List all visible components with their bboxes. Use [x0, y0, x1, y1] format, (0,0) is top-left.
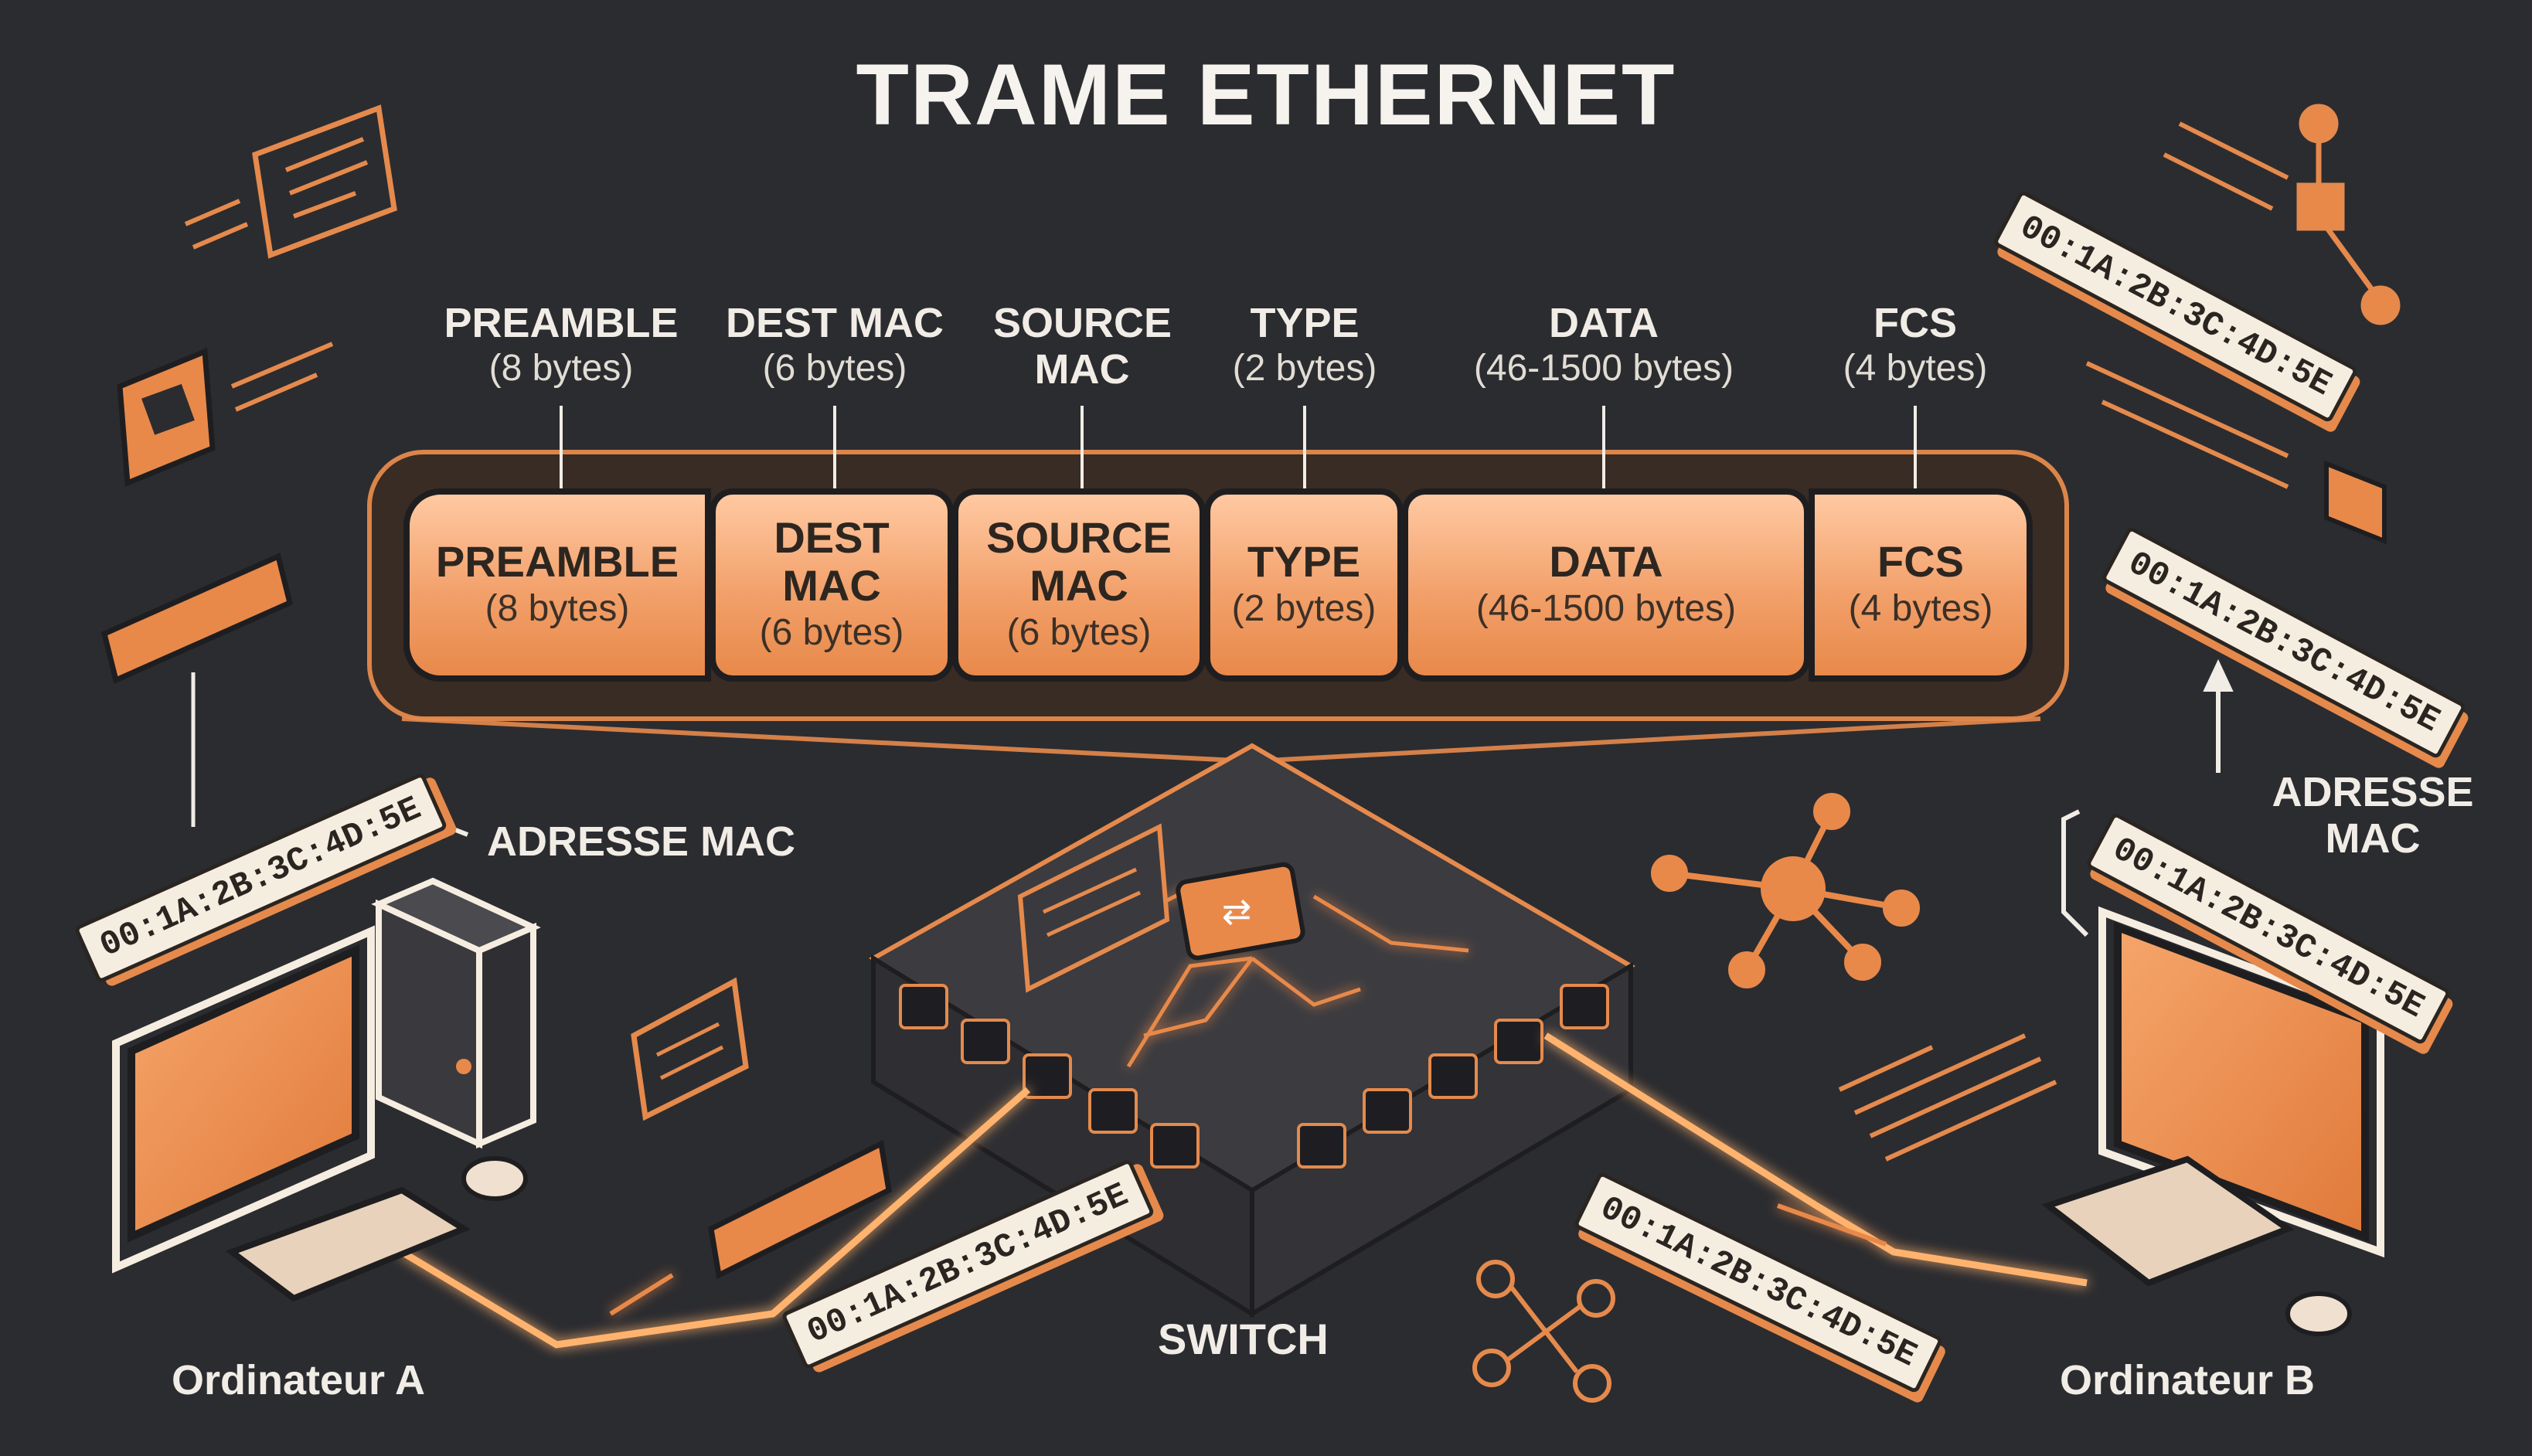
field-header-name: PREAMBLE	[444, 300, 679, 346]
segment-size: (6 bytes)	[1006, 612, 1152, 653]
segment-size: (2 bytes)	[1231, 588, 1377, 629]
glowing-cables	[400, 1032, 2088, 1349]
segment-size: (8 bytes)	[485, 588, 630, 629]
field-header-name: DATA	[1549, 300, 1659, 346]
field-header: DEST MAC (6 bytes)	[719, 300, 951, 391]
computer-icon	[112, 877, 541, 1274]
field-header: TYPE (2 bytes)	[1212, 300, 1397, 391]
frame-to-switch-funnel	[401, 716, 2041, 764]
segment-size: (4 bytes)	[1848, 588, 1993, 629]
frame-segment-fcs: FCS (4 bytes)	[1809, 488, 2033, 682]
field-header: DATA (46-1500 bytes)	[1449, 300, 1758, 391]
document-icon	[1017, 823, 1170, 993]
node-graph-icon	[2163, 104, 2401, 325]
field-header: PREAMBLE (8 bytes)	[437, 300, 685, 391]
field-header-name: SOURCE MAC	[993, 300, 1172, 393]
segment-name: TYPE	[1247, 537, 1361, 586]
frame-segment-source-mac: SOURCE MAC (6 bytes)	[952, 488, 1206, 682]
frame-segment-type: TYPE (2 bytes)	[1204, 488, 1404, 682]
switch-label: SWITCH	[1158, 1315, 1329, 1363]
mouse-icon	[461, 1156, 528, 1201]
cable-plug-icon	[708, 1139, 892, 1280]
leader-lines	[560, 406, 1917, 495]
document-icon	[1838, 1033, 2057, 1162]
segment-name: DEST MAC	[774, 513, 890, 610]
segment-name: PREAMBLE	[435, 537, 679, 586]
segment-name: SOURCE MAC	[986, 513, 1172, 610]
frame-segment-data: DATA (46-1500 bytes)	[1402, 488, 1810, 682]
keyboard-icon	[225, 1186, 471, 1302]
arrow-icon	[2203, 658, 2234, 773]
keyboard-icon	[2041, 1155, 2295, 1287]
segment-size: (46-1500 bytes)	[1475, 588, 1737, 629]
field-header-size: (46-1500 bytes)	[1473, 348, 1734, 389]
node-graph-icon	[1472, 1260, 1615, 1403]
field-header-size: (8 bytes)	[488, 348, 634, 389]
field-header-name: TYPE	[1250, 300, 1360, 346]
computer-a-label: Ordinateur A	[172, 1357, 426, 1403]
mac-address-label-line1: ADRESSE	[2272, 769, 2474, 815]
segment-name: DATA	[1549, 537, 1663, 586]
document-icon	[631, 977, 749, 1121]
mac-address-label: ADRESSE MAC	[2245, 769, 2500, 862]
segment-name: FCS	[1877, 537, 1964, 586]
ethernet-port-icon	[117, 342, 334, 488]
frame-segment-preamble: PREAMBLE (8 bytes)	[403, 488, 711, 682]
network-hub-icon	[1651, 793, 1920, 988]
switch-icon: ⇄	[869, 743, 1635, 1318]
segment-size: (6 bytes)	[759, 612, 904, 653]
field-header-size: (2 bytes)	[1232, 348, 1377, 389]
frame-segment-dest-mac: DEST MAC (6 bytes)	[710, 488, 954, 682]
computer-b-label: Ordinateur B	[2060, 1357, 2316, 1403]
field-header: SOURCE MAC	[982, 300, 1183, 393]
folder-icon	[2085, 361, 2387, 545]
field-header-size: (4 bytes)	[1843, 348, 1988, 389]
mouse-icon	[2285, 1291, 2352, 1336]
svg-text:⇄: ⇄	[1222, 890, 1252, 932]
bracket-icon	[2061, 809, 2089, 937]
field-header: FCS (4 bytes)	[1822, 300, 2008, 391]
field-header-name: FCS	[1873, 300, 1957, 346]
document-icon	[184, 104, 397, 259]
mac-address-label: ADRESSE MAC	[487, 818, 796, 865]
field-header-size: (6 bytes)	[762, 348, 907, 389]
cable-plug-icon	[100, 553, 294, 827]
mac-address-label-line2: MAC	[2325, 815, 2421, 862]
page-title: TRAME ETHERNET	[856, 46, 1676, 143]
field-header-name: DEST MAC	[726, 300, 944, 346]
